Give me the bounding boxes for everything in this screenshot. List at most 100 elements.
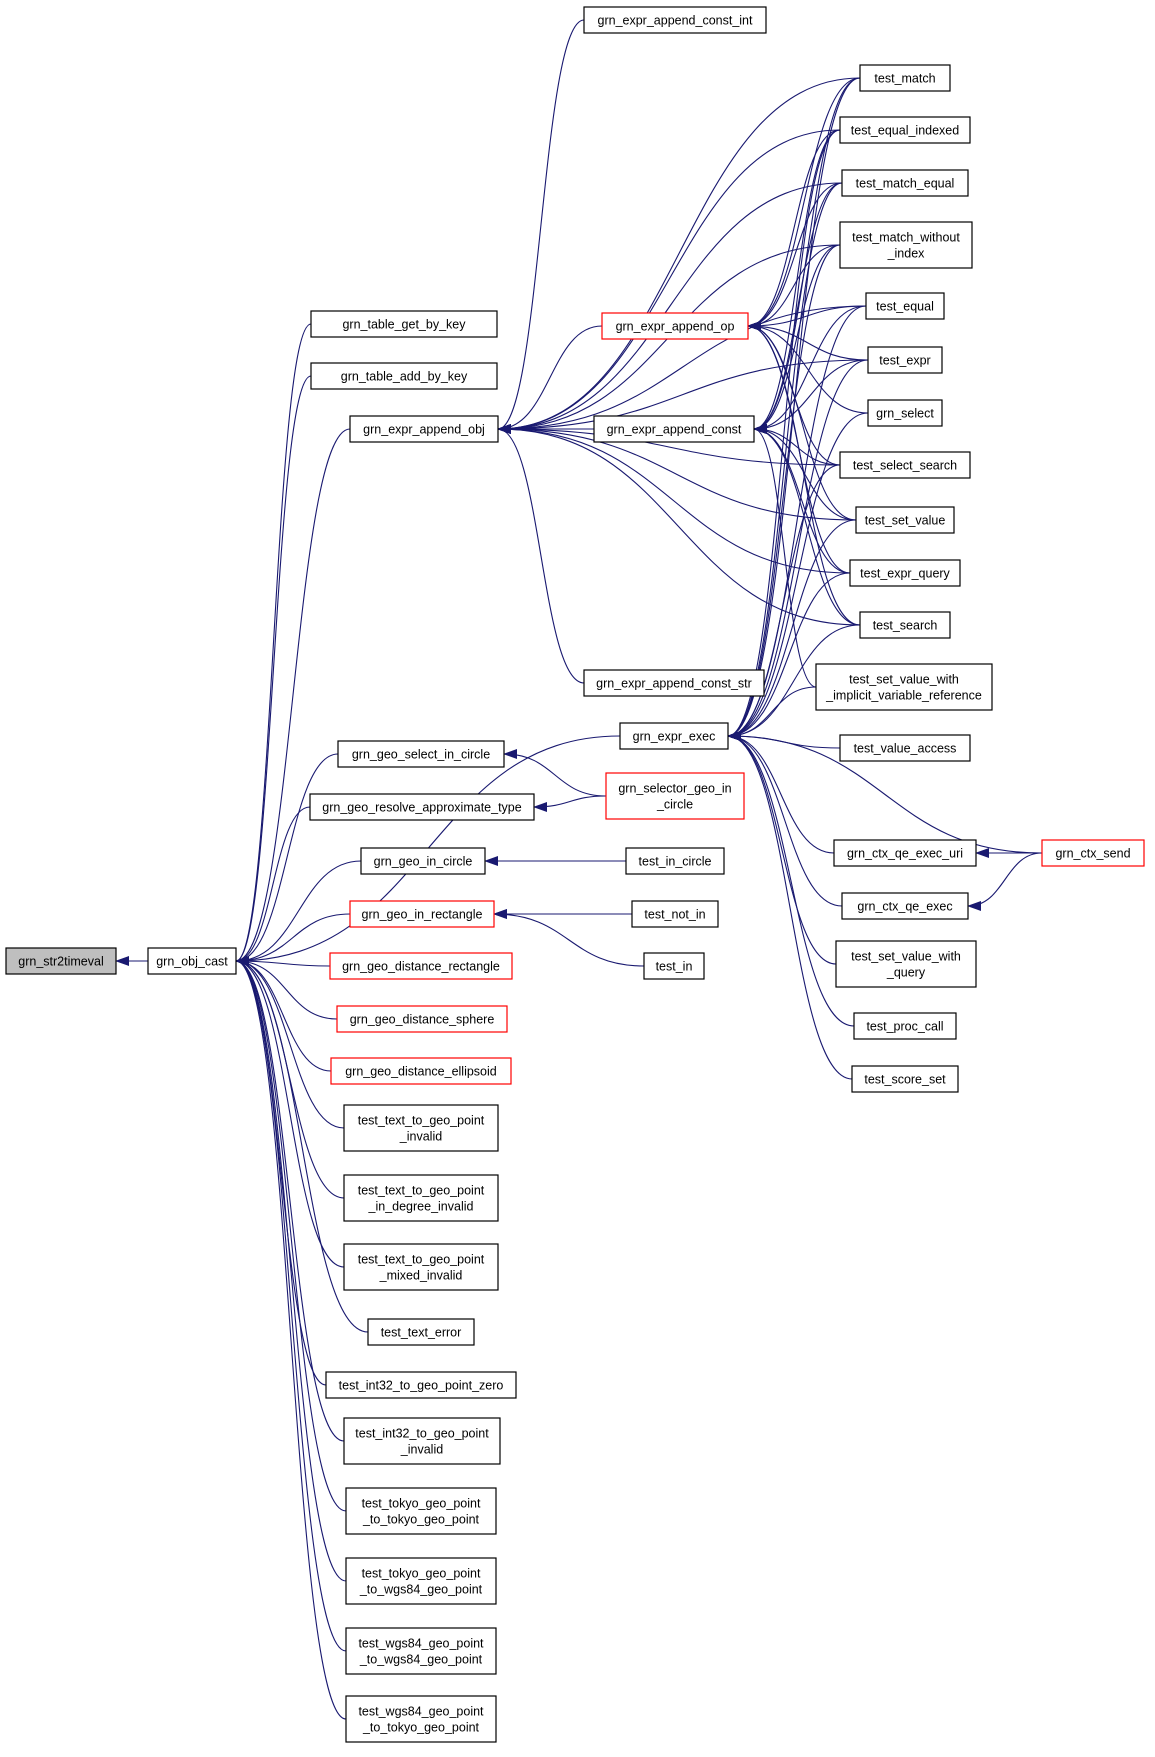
node-label: grn_geo_distance_sphere xyxy=(350,1013,495,1027)
node-t_set_value[interactable]: test_set_value xyxy=(855,506,955,534)
node-expr_append_const[interactable]: grn_expr_append_const xyxy=(593,415,755,443)
edge-t_match_equal-to-expr_append_const xyxy=(753,182,843,434)
edge-t_match_equal-to-expr_append_op xyxy=(747,182,843,331)
node-table_add_by_key[interactable]: grn_table_add_by_key xyxy=(310,362,498,390)
node-t_in[interactable]: test_in xyxy=(643,952,705,980)
node-ctx_qe_exec_uri[interactable]: grn_ctx_qe_exec_uri xyxy=(833,839,977,867)
node-label: grn_geo_distance_ellipsoid xyxy=(345,1065,497,1079)
node-box xyxy=(841,169,969,197)
node-label: grn_expr_exec xyxy=(633,730,716,744)
node-t_set_value_implicit[interactable]: test_set_value_with_implicit_variable_re… xyxy=(815,663,993,711)
node-t_match_without_index[interactable]: test_match_without_index xyxy=(839,221,973,269)
node-t_not_in[interactable]: test_not_in xyxy=(631,900,719,928)
node-label: _invalid xyxy=(399,1130,442,1144)
node-box xyxy=(839,734,971,762)
node-t_wgs_wgs[interactable]: test_wgs84_geo_point_to_wgs84_geo_point xyxy=(345,1627,497,1675)
node-t_equal[interactable]: test_equal xyxy=(865,292,945,320)
edge-grn_select-to-expr_exec xyxy=(727,412,869,741)
node-label: grn_geo_in_circle xyxy=(374,855,473,869)
node-t_text_invalid[interactable]: test_text_to_geo_point _invalid xyxy=(343,1104,499,1152)
edge-t_tokyo_wgs-to-obj_cast xyxy=(235,956,347,1582)
edge-expr_append_op-to-expr_append_obj xyxy=(497,325,603,434)
node-expr_append_const_int[interactable]: grn_expr_append_const_int xyxy=(583,6,767,34)
node-box xyxy=(583,669,765,697)
node-t_search[interactable]: test_search xyxy=(859,611,951,639)
edge-t_search-to-expr_append_const xyxy=(753,424,861,626)
node-t_text_mixed_invalid[interactable]: test_text_to_geo_point_mixed_invalid xyxy=(343,1243,499,1291)
edge-t_score_set-to-expr_exec xyxy=(727,731,853,1080)
edge-t_set_value-to-expr_append_op xyxy=(747,321,857,521)
node-box xyxy=(849,559,961,587)
node-t_equal_indexed[interactable]: test_equal_indexed xyxy=(839,116,971,144)
node-box xyxy=(336,1005,508,1033)
node-geo_distance_rectangle[interactable]: grn_geo_distance_rectangle xyxy=(329,952,513,980)
node-box xyxy=(839,116,971,144)
node-t_tokyo_wgs[interactable]: test_tokyo_geo_point_to_wgs84_geo_point xyxy=(345,1557,497,1605)
node-t_in_circle[interactable]: test_in_circle xyxy=(625,847,725,875)
node-grn_select[interactable]: grn_select xyxy=(867,399,943,427)
node-t_expr[interactable]: test_expr xyxy=(867,346,943,374)
node-label: grn_ctx_qe_exec xyxy=(857,900,952,914)
edge-geo_in_circle-to-obj_cast xyxy=(235,860,362,966)
edge-t_equal-to-expr_append_obj xyxy=(497,305,867,434)
node-box xyxy=(601,312,749,340)
node-obj_cast[interactable]: grn_obj_cast xyxy=(147,947,237,975)
node-box xyxy=(1041,839,1145,867)
node-t_set_value_query[interactable]: test_set_value_with_query xyxy=(835,940,977,988)
node-t_wgs_tokyo[interactable]: test_wgs84_geo_point_to_tokyo_geo_point xyxy=(345,1695,497,1743)
edge-t_text_mixed_invalid-to-obj_cast xyxy=(235,956,345,1268)
node-t_proc_call[interactable]: test_proc_call xyxy=(853,1012,957,1040)
edge-t_match_equal-to-expr_append_obj xyxy=(497,182,843,434)
node-geo_distance_ellipsoid[interactable]: grn_geo_distance_ellipsoid xyxy=(330,1057,512,1085)
node-label: grn_expr_append_obj xyxy=(363,423,485,437)
node-box xyxy=(815,663,993,711)
edge-t_match_equal-to-expr_exec xyxy=(727,182,843,741)
node-t_text_degree_invalid[interactable]: test_text_to_geo_point_in_degree_invalid xyxy=(343,1174,499,1222)
node-table_get_by_key[interactable]: grn_table_get_by_key xyxy=(310,310,498,338)
node-ctx_qe_exec[interactable]: grn_ctx_qe_exec xyxy=(841,892,969,920)
node-box xyxy=(853,1012,957,1040)
node-t_expr_query[interactable]: test_expr_query xyxy=(849,559,961,587)
edge-t_expr_query-to-expr_append_obj xyxy=(497,424,851,574)
node-t_value_access[interactable]: test_value_access xyxy=(839,734,971,762)
node-geo_select_in_circle[interactable]: grn_geo_select_in_circle xyxy=(337,740,505,768)
node-ctx_send[interactable]: grn_ctx_send xyxy=(1041,839,1145,867)
edge-t_expr_query-to-expr_exec xyxy=(727,572,851,741)
edge-t_equal_indexed-to-expr_append_obj xyxy=(497,129,841,434)
node-t_int32_zero[interactable]: test_int32_to_geo_point_zero xyxy=(325,1371,517,1399)
node-box xyxy=(343,1243,499,1291)
node-box xyxy=(867,399,943,427)
node-expr_exec[interactable]: grn_expr_exec xyxy=(619,722,729,750)
node-geo_in_rectangle[interactable]: grn_geo_in_rectangle xyxy=(349,900,495,928)
node-geo_distance_sphere[interactable]: grn_geo_distance_sphere xyxy=(336,1005,508,1033)
node-label: grn_ctx_send xyxy=(1055,847,1130,861)
node-label: _circle xyxy=(656,798,693,812)
node-expr_append_const_str[interactable]: grn_expr_append_const_str xyxy=(583,669,765,697)
edge-t_equal_indexed-to-expr_exec xyxy=(727,129,841,741)
node-label: grn_selector_geo_in xyxy=(618,782,731,796)
node-t_match_equal[interactable]: test_match_equal xyxy=(841,169,969,197)
node-selector_geo_in_circle[interactable]: grn_selector_geo_in _circle xyxy=(605,772,745,820)
node-t_score_set[interactable]: test_score_set xyxy=(851,1065,959,1093)
node-box xyxy=(631,900,719,928)
node-str2timeval[interactable]: grn_str2timeval xyxy=(5,947,117,975)
edge-t_text_error-to-obj_cast xyxy=(235,956,369,1333)
edge-t_expr-to-expr_append_const xyxy=(753,359,869,434)
node-t_int32_invalid[interactable]: test_int32_to_geo_point_invalid xyxy=(343,1417,501,1465)
node-expr_append_obj[interactable]: grn_expr_append_obj xyxy=(349,415,499,443)
node-label: test_int32_to_geo_point_zero xyxy=(339,1379,504,1393)
node-geo_resolve_approximate_type[interactable]: grn_geo_resolve_approximate_type xyxy=(309,793,535,821)
node-t_match[interactable]: test_match xyxy=(859,64,951,92)
edge-t_equal_indexed-to-expr_append_const xyxy=(753,129,841,434)
node-box xyxy=(345,1627,497,1675)
node-geo_in_circle[interactable]: grn_geo_in_circle xyxy=(360,847,486,875)
node-t_text_error[interactable]: test_text_error xyxy=(367,1318,475,1346)
node-t_select_search[interactable]: test_select_search xyxy=(839,451,971,479)
node-expr_append_op[interactable]: grn_expr_append_op xyxy=(601,312,749,340)
node-label: grn_str2timeval xyxy=(18,955,103,969)
node-label: test_text_to_geo_point xyxy=(358,1114,485,1128)
node-t_tokyo_tokyo[interactable]: test_tokyo_geo_point_to_tokyo_geo_point xyxy=(345,1487,497,1535)
node-label: test_in_circle xyxy=(639,855,712,869)
node-box xyxy=(625,847,725,875)
